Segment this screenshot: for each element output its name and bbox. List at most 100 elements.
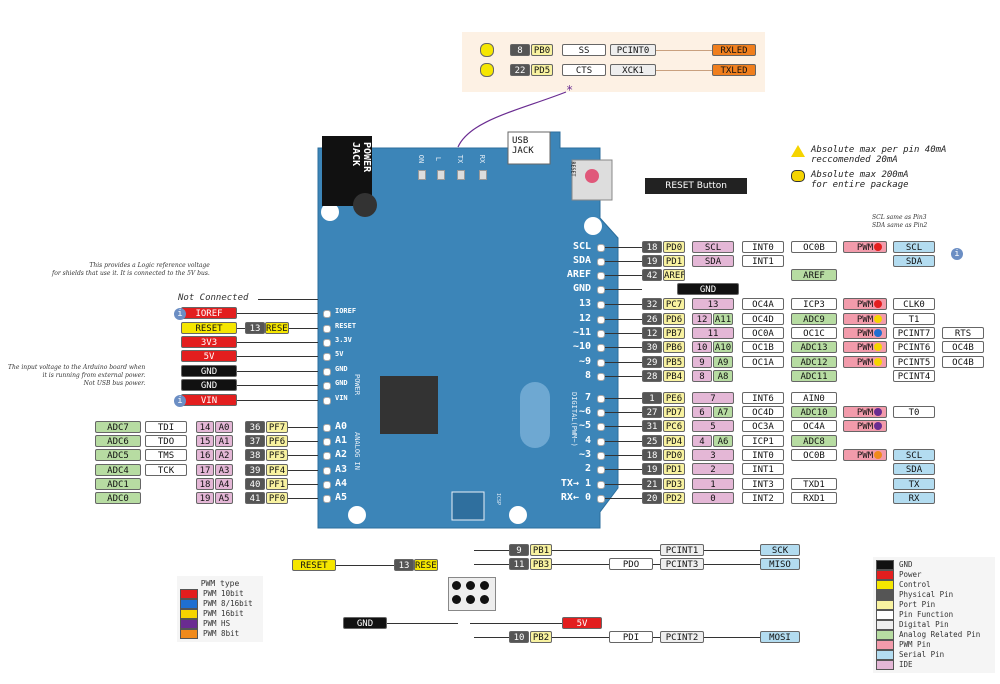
header-pin [323,382,331,390]
power-pin-label: GND [181,365,237,377]
legend-label: PWM 16bit [203,609,244,618]
reset-button-label: RESET Button [645,178,747,194]
connector-line [656,70,712,71]
port-pin: PF5 [266,449,288,461]
board-led-label: L [434,156,443,162]
legend-item: PWM Pin [876,640,992,650]
ide-label: 11 [692,327,734,339]
power-pin-label: IOREF [181,307,237,319]
physical-pin: 42 [642,269,662,281]
header-pin-label: A5 [335,492,348,503]
legend-swatch [876,570,894,580]
physical-pin: 18 [642,241,662,253]
pin-function: OC1A [742,356,784,368]
control-pin: RESET [414,559,438,571]
port-pin: PD0 [663,241,685,253]
header-pin [597,258,605,266]
analog-label: A9 [713,356,733,368]
reset-small-label: RESET [569,161,576,177]
pin-function: SDA [893,255,935,267]
header-pin-label: 4 [584,435,591,446]
pin-function: TCK [145,464,187,476]
analog-label: ADC4 [95,464,141,476]
led-icon [480,43,494,57]
connector-line [605,261,642,262]
warning-package: Absolute max 200mA for entire package [811,170,909,190]
ide-label: SDA [692,255,734,267]
header-pin-label: A3 [335,464,348,475]
pin-function: ADC9 [791,313,837,325]
header-pin [323,452,331,460]
pwm-legend-item: PWM 10bit [180,589,260,599]
physical-pin: 18 [642,449,662,461]
pin-function: OC4A [791,420,837,432]
header-pin [597,438,605,446]
connector-line [605,275,642,276]
power-pin-label: RESET [181,322,237,334]
port-pin: PD7 [663,406,685,418]
icsp-pin [452,595,461,604]
header-pin-label: A2 [335,449,348,460]
pwm-type-dot [874,422,882,430]
physical-pin: 37 [245,435,265,447]
legend-swatch [876,560,894,570]
header-pin [323,310,331,318]
connector-line [605,498,642,499]
legend-item: Analog Related Pin [876,630,992,640]
port-pin: PD6 [663,313,685,325]
connector-line [387,623,458,624]
info-icon: i [174,308,186,320]
icsp-pin [466,581,475,590]
pin-function: INT1 [742,255,784,267]
header-pin-label: ~11 [572,327,591,338]
header-pin-label: SDA [572,255,591,266]
port-pin: PB0 [531,44,553,56]
port-pin: AREF [663,269,685,281]
header-pin-label: RX← 0 [560,492,591,503]
pin-function: ADC12 [791,356,837,368]
physical-pin: 29 [642,356,662,368]
pin-function: OC1B [742,341,784,353]
pin-function: RXD1 [791,492,837,504]
connector-line [605,455,642,456]
port-pin: PD2 [663,492,685,504]
header-pin [323,438,331,446]
connector-line [605,247,642,248]
pin-function: OC0B [791,449,837,461]
connector-line [474,550,509,551]
legend-item: Control [876,580,992,590]
physical-pin: 28 [642,370,662,382]
section-power: POWER [353,374,361,396]
connector-line [605,398,642,399]
physical-pin: 32 [642,298,662,310]
legend-label: PWM 8bit [203,629,240,638]
physical-pin: 38 [245,449,265,461]
led-name: TXLED [712,64,756,76]
icsp-pin [452,581,461,590]
port-pin: PB2 [530,631,552,643]
connector-line [605,484,642,485]
physical-pin: 22 [510,64,530,76]
not-connected: Not Connected [178,293,249,303]
serial-label: MISO [760,558,800,570]
legend-label: Analog Related Pin [899,630,981,639]
pin-function: PCINT3 [660,558,704,570]
info-icon: i [951,248,963,260]
header-pin [323,481,331,489]
header-pin [597,301,605,309]
serial-label: MOSI [760,631,800,643]
connector-line [288,484,318,485]
pin-function: SCL [893,241,935,253]
connector-line [237,356,318,357]
legend-swatch [876,660,894,670]
legend-item: Digital Pin [876,620,992,630]
connector-line [552,550,760,551]
ide-label: A5 [215,492,233,504]
icsp-pin [480,581,489,590]
header-pin-label: IOREF [335,307,357,315]
power-pin-label: 3V3 [181,336,237,348]
header-pin [597,359,605,367]
connector-line [552,564,760,565]
